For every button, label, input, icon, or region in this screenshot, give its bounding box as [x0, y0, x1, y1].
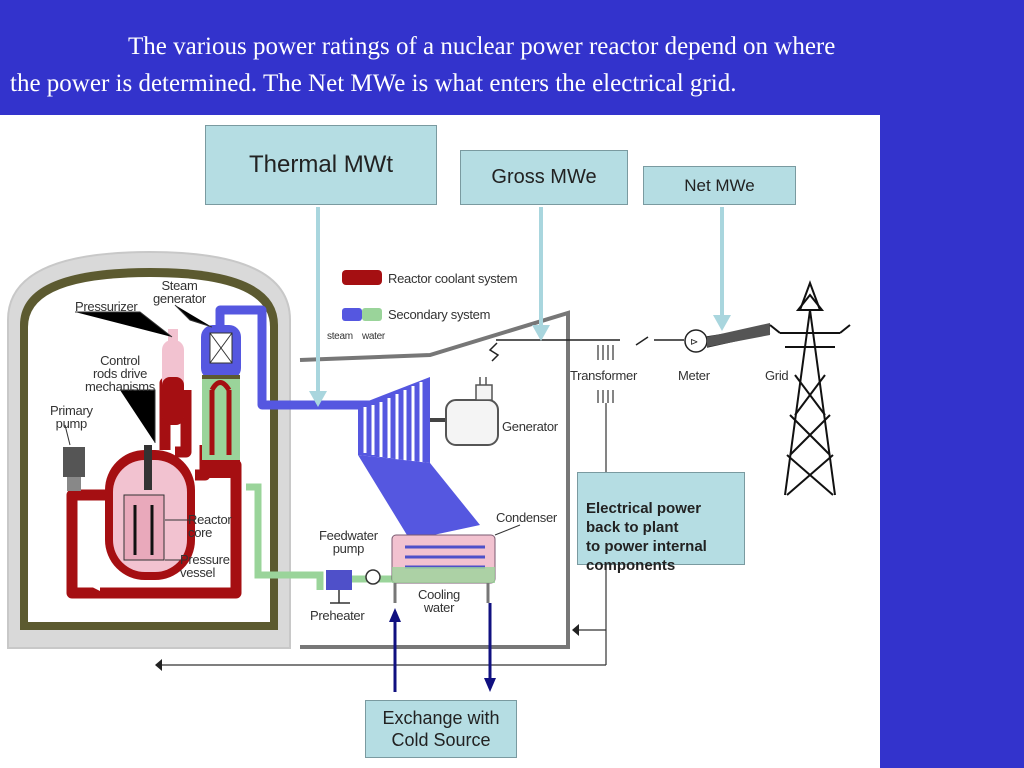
label-primary-pump: Primary pump [50, 403, 93, 431]
feedwater-line [246, 483, 324, 590]
meter-cable [707, 323, 770, 347]
cold-source-arrows [389, 603, 496, 692]
feedwater-pump-shape [326, 569, 381, 604]
leader-lines [64, 304, 521, 561]
pressure-vessel-shape [105, 445, 195, 580]
label-grid: Grid [765, 368, 789, 383]
caption: The various power ratings of a nuclear p… [10, 28, 1016, 102]
label-generator: Generator [502, 419, 558, 434]
meter-dial: ⊳ [690, 337, 698, 348]
legend-water: water [362, 331, 385, 342]
legend-steam: steam [327, 331, 353, 342]
condenser-legs [393, 583, 490, 603]
label-transformer: Transformer [570, 368, 638, 383]
turbine-shape [358, 377, 480, 540]
condenser-shape [391, 534, 496, 584]
gross-mwe-label: Gross MWe [491, 166, 597, 188]
caption-line-2: the power is determined. The Net MWe is … [10, 70, 737, 97]
label-steam-generator: Steam generator [153, 278, 206, 306]
pylon-icon [769, 280, 851, 496]
label-reactor-core: Reactor core [188, 512, 232, 540]
label-pressurizer: Pressurizer [75, 299, 138, 314]
net-mwe-box: Net MWe [643, 166, 796, 205]
reactor-diagram: ⊳ [0, 115, 880, 768]
generator-shape [445, 377, 499, 446]
electrical-power-box: Electrical power back to plant to power … [577, 472, 745, 574]
label-pressure-vessel: Pressure vessel [180, 552, 230, 580]
net-mwe-label: Net MWe [684, 175, 755, 195]
pressurizer-shape [162, 329, 184, 425]
thermal-mwt-label: Thermal MWt [249, 151, 393, 178]
legend-reactor-coolant: Reactor coolant system [388, 271, 518, 286]
caption-line-1: The various power ratings of a nuclear p… [128, 33, 836, 60]
diagram-graphics: ⊳ [7, 207, 851, 692]
steam-generator-shape [201, 325, 241, 478]
legend [342, 270, 382, 321]
return-arrow-2 [572, 624, 579, 636]
rating-arrows [309, 207, 731, 407]
gross-mwe-box: Gross MWe [460, 150, 628, 205]
power-line [488, 326, 771, 362]
label-cooling-water: Cooling water [418, 587, 460, 615]
label-preheater: Preheater [310, 608, 365, 623]
flow-arrow [92, 583, 100, 591]
turbine-hall [299, 310, 570, 649]
cold-source-box: Exchange with Cold Source [365, 700, 517, 758]
thermal-mwt-box: Thermal MWt [205, 125, 437, 205]
cold-source-label: Exchange with Cold Source [382, 708, 500, 750]
label-control-rods: Control rods drive mechanisms [85, 353, 155, 394]
electrical-power-label: Electrical power back to plant to power … [586, 500, 707, 574]
label-condenser: Condenser [496, 510, 557, 525]
label-feedwater-pump: Feedwater pump [319, 528, 378, 556]
primary-pump-shape [63, 447, 85, 491]
steam-line [215, 305, 370, 410]
legend-secondary: Secondary system [388, 307, 491, 322]
label-meter: Meter [678, 368, 710, 383]
return-arrow [155, 659, 162, 671]
